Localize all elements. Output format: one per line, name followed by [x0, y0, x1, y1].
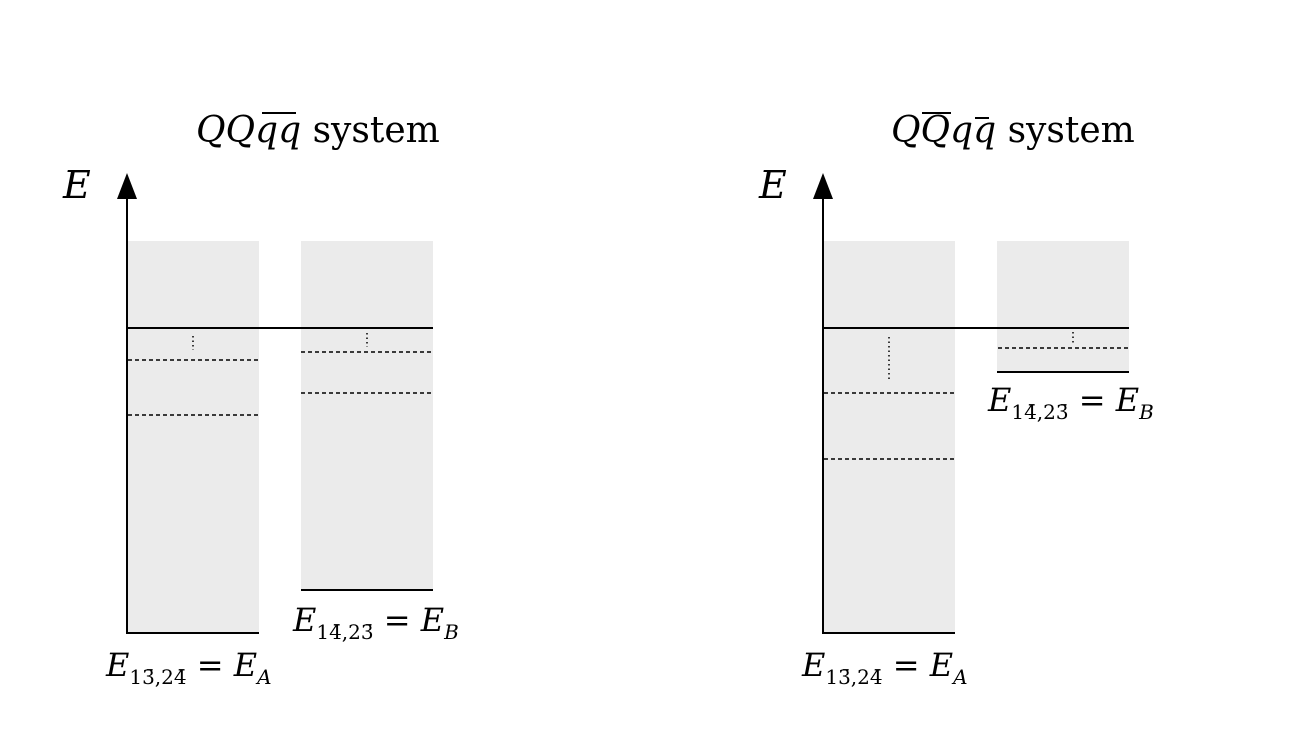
panel-left-band-A [128, 241, 259, 634]
panel-left-band-B [301, 241, 433, 591]
panel-right-axis-arrowhead [813, 173, 833, 199]
panel-right-label-A: E13̄,24̄ = EA [801, 646, 968, 689]
panel-right: QQqq system E E13̄,24̄ = EA E14̄,23̄ = E… [758, 110, 1154, 689]
panel-right-band-A [824, 241, 955, 634]
panel-left-label-A: E13̄,24̄ = EA [105, 646, 272, 689]
panel-right-axis-label: E [758, 163, 787, 207]
panel-right-label-B: E14̄,23̄ = EB [987, 381, 1154, 424]
panel-right-title: QQqq system [891, 110, 1135, 151]
panel-right-band-B [997, 241, 1129, 373]
panel-left-title: QQqq system [196, 110, 440, 151]
panel-left-axis-label: E [62, 163, 91, 207]
panel-left: QQqq system E E13̄,24̄ = EA E14̄,23̄ = E… [62, 110, 459, 689]
panel-left-label-B: E14̄,23̄ = EB [292, 601, 459, 644]
panel-left-axis-arrowhead [117, 173, 137, 199]
